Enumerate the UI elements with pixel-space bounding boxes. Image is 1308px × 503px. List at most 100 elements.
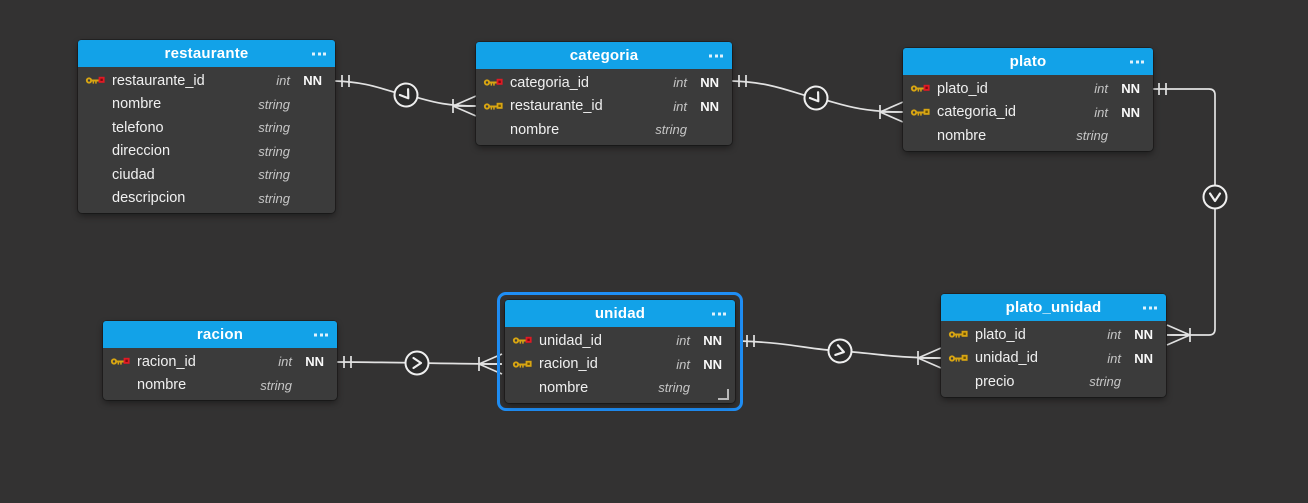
- column-type: string: [655, 122, 687, 138]
- column-type: int: [676, 356, 690, 372]
- column-row[interactable]: categoria_id int NN: [476, 71, 732, 95]
- column-name: racion_id: [137, 353, 196, 370]
- table-menu-icon[interactable]: [712, 312, 726, 315]
- key-icon-foreign: [910, 108, 930, 116]
- table-menu-icon[interactable]: [1130, 60, 1144, 63]
- direction-marker-icon: [393, 82, 419, 108]
- table-body: plato_id int NN unidad_id int NN precio …: [941, 321, 1166, 397]
- column-row[interactable]: precio string: [941, 370, 1166, 394]
- column-name: unidad_id: [539, 332, 602, 349]
- column-row[interactable]: descripcion string: [78, 187, 335, 211]
- table-header[interactable]: plato_unidad: [941, 294, 1166, 321]
- column-row[interactable]: direccion string: [78, 140, 335, 164]
- column-type: int: [1107, 327, 1121, 343]
- table-restaurante[interactable]: restaurante restaurante_id int NN nombre…: [78, 40, 335, 213]
- table-body: unidad_id int NN racion_id int NN nombre…: [505, 327, 735, 403]
- key-icon-primary: [85, 77, 105, 84]
- column-type: string: [258, 143, 290, 159]
- relationship-plato-plato_unidad[interactable]: [1153, 83, 1228, 346]
- column-type: int: [1094, 104, 1108, 120]
- column-notnull-flag: NN: [1121, 81, 1140, 97]
- column-row[interactable]: nombre string: [78, 93, 335, 117]
- table-body: racion_id int NN nombre string: [103, 348, 337, 400]
- column-name: restaurante_id: [112, 72, 205, 89]
- table-title: unidad: [594, 305, 646, 322]
- table-unidad[interactable]: unidad unidad_id int NN racion_id int: [505, 300, 735, 403]
- column-type: int: [676, 333, 690, 349]
- column-notnull-flag: NN: [700, 75, 719, 91]
- column-name: racion_id: [539, 356, 598, 373]
- table-menu-icon[interactable]: [709, 54, 723, 57]
- table-plato[interactable]: plato plato_id int NN categoria_id int: [903, 48, 1153, 151]
- table-racion[interactable]: racion racion_id int NN nombre string: [103, 321, 337, 400]
- column-name: plato_id: [937, 80, 988, 97]
- key-icon-primary: [910, 85, 930, 92]
- table-menu-icon[interactable]: [1143, 306, 1157, 309]
- column-notnull-flag: NN: [303, 73, 322, 89]
- column-type: int: [278, 354, 292, 370]
- table-menu-icon[interactable]: [314, 333, 328, 336]
- direction-marker-icon: [827, 338, 853, 364]
- column-notnull-flag: NN: [1121, 104, 1140, 120]
- column-row[interactable]: restaurante_id int NN: [78, 69, 335, 93]
- column-notnull-flag: NN: [703, 333, 722, 349]
- key-icon-foreign: [948, 354, 968, 362]
- column-row[interactable]: racion_id int NN: [505, 353, 735, 377]
- column-name: nombre: [510, 121, 560, 138]
- table-menu-icon[interactable]: [312, 52, 326, 55]
- direction-marker-icon: [404, 350, 430, 376]
- column-type: int: [1094, 81, 1108, 97]
- column-notnull-flag: NN: [305, 354, 324, 370]
- column-type: string: [1089, 374, 1121, 390]
- table-body: restaurante_id int NN nombre string tele…: [78, 67, 335, 213]
- key-icon-foreign: [512, 360, 532, 368]
- direction-marker-icon: [803, 85, 829, 111]
- table-body: categoria_id int NN restaurante_id int N…: [476, 69, 732, 145]
- column-row[interactable]: unidad_id int NN: [941, 347, 1166, 371]
- column-row[interactable]: unidad_id int NN: [505, 329, 735, 353]
- table-header[interactable]: unidad: [505, 300, 735, 327]
- column-name: categoria_id: [510, 74, 589, 91]
- column-row[interactable]: nombre string: [476, 118, 732, 142]
- column-notnull-flag: NN: [1134, 350, 1153, 366]
- relationship-racion-unidad[interactable]: [336, 350, 503, 376]
- column-type: string: [258, 167, 290, 183]
- column-row[interactable]: plato_id int NN: [941, 323, 1166, 347]
- column-row[interactable]: nombre string: [103, 374, 337, 398]
- column-type: int: [673, 75, 687, 91]
- column-name: nombre: [937, 127, 987, 144]
- key-icon-primary: [512, 337, 532, 344]
- column-name: categoria_id: [937, 104, 1016, 121]
- column-name: plato_id: [975, 326, 1026, 343]
- table-title: racion: [196, 326, 244, 343]
- column-row[interactable]: categoria_id int NN: [903, 101, 1153, 125]
- column-name: unidad_id: [975, 350, 1038, 367]
- relationship-restaurante-categoria[interactable]: [334, 75, 477, 117]
- table-plato_unidad[interactable]: plato_unidad plato_id int NN unidad_id i…: [941, 294, 1166, 397]
- table-header[interactable]: categoria: [476, 42, 732, 69]
- column-row[interactable]: ciudad string: [78, 163, 335, 187]
- table-header[interactable]: restaurante: [78, 40, 335, 67]
- column-row[interactable]: racion_id int NN: [103, 350, 337, 374]
- column-name: nombre: [539, 379, 589, 396]
- direction-marker-icon: [1202, 184, 1228, 210]
- column-row[interactable]: restaurante_id int NN: [476, 95, 732, 119]
- relationship-unidad-plato_unidad[interactable]: [739, 335, 942, 369]
- column-type: int: [673, 98, 687, 114]
- table-categoria[interactable]: categoria categoria_id int NN restaurant…: [476, 42, 732, 145]
- column-row[interactable]: plato_id int NN: [903, 77, 1153, 101]
- column-row[interactable]: nombre string: [903, 124, 1153, 148]
- column-type: int: [276, 73, 290, 89]
- column-row[interactable]: nombre string: [505, 376, 735, 400]
- key-icon-primary: [483, 79, 503, 86]
- column-row[interactable]: telefono string: [78, 116, 335, 140]
- table-title: plato_unidad: [1005, 299, 1102, 316]
- relationship-categoria-plato[interactable]: [731, 75, 904, 123]
- column-type: string: [258, 96, 290, 112]
- resize-handle[interactable]: [718, 388, 729, 400]
- table-header[interactable]: plato: [903, 48, 1153, 75]
- column-name: telefono: [112, 119, 164, 136]
- table-header[interactable]: racion: [103, 321, 337, 348]
- column-type: string: [258, 190, 290, 206]
